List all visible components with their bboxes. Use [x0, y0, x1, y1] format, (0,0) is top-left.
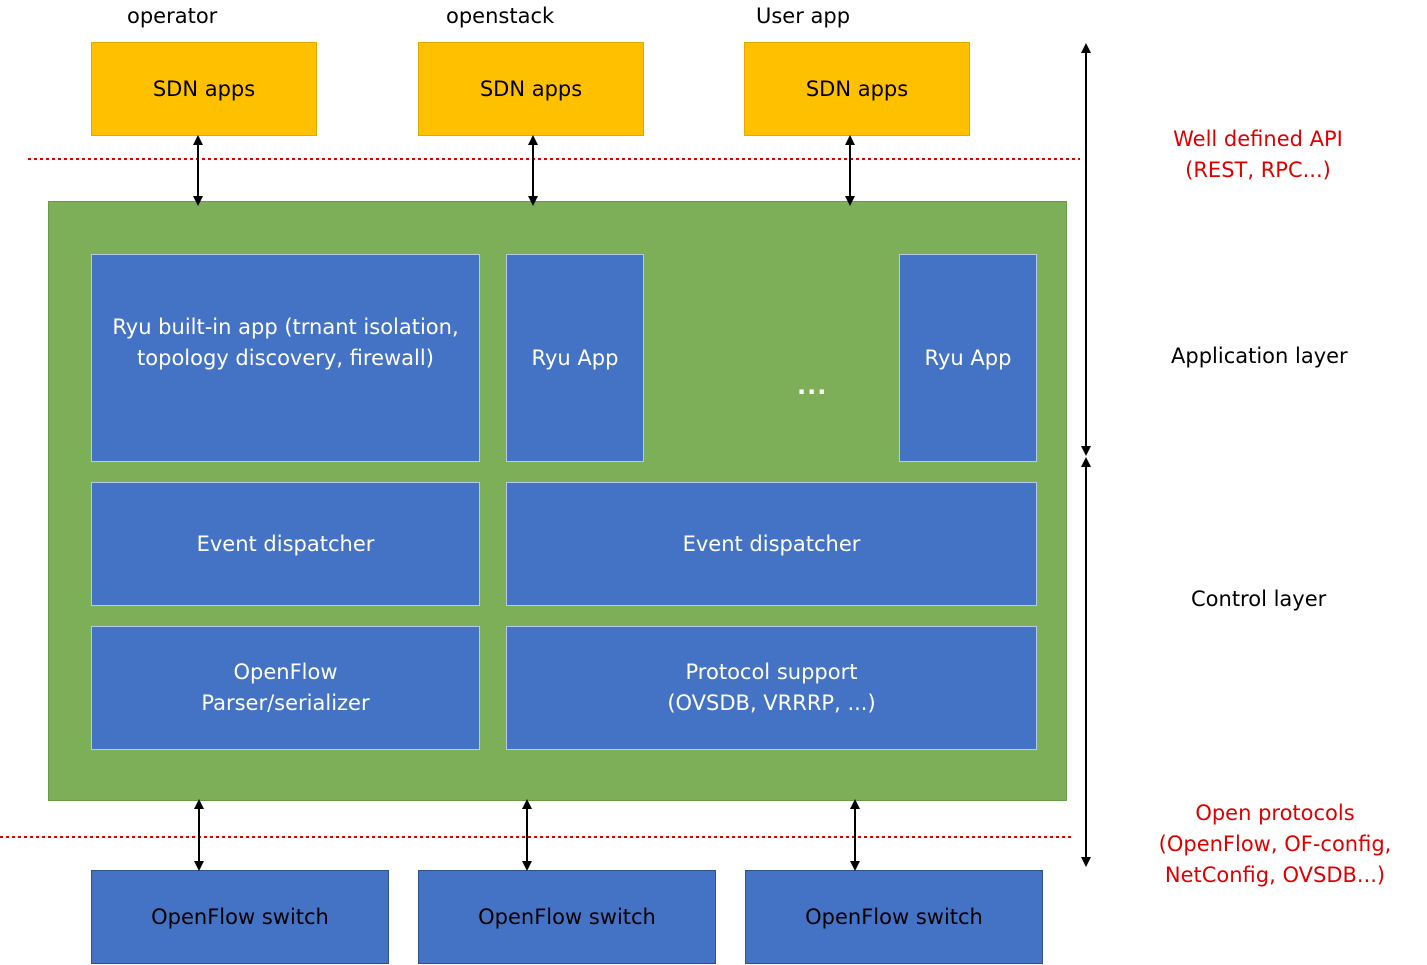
- label-operator: operator: [127, 4, 218, 28]
- event-dispatcher-2: Event dispatcher: [506, 482, 1037, 606]
- protocols-annotation: Open protocols (OpenFlow, OF-config, Net…: [1158, 801, 1392, 887]
- control-layer-label: Control layer: [1191, 587, 1327, 611]
- openflow-switch-3: OpenFlow switch: [745, 870, 1043, 964]
- ryu-app-2: Ryu App: [899, 254, 1037, 462]
- label-user-app: User app: [756, 4, 851, 28]
- sdn-apps-user-app: SDN apps: [744, 42, 970, 136]
- application-layer-label: Application layer: [1171, 344, 1348, 368]
- sdn-apps-operator: SDN apps: [91, 42, 317, 136]
- ryu-app-1: Ryu App: [506, 254, 644, 462]
- event-dispatcher-1: Event dispatcher: [91, 482, 480, 606]
- protocol-support: Protocol support (OVSDB, VRRRP, ...): [506, 626, 1037, 750]
- openflow-switch-1: OpenFlow switch: [91, 870, 389, 964]
- ellipsis: ...: [797, 372, 828, 400]
- api-annotation: Well defined API (REST, RPC...): [1173, 127, 1343, 182]
- sdn-apps-openstack: SDN apps: [418, 42, 644, 136]
- openflow-switch-2: OpenFlow switch: [418, 870, 716, 964]
- openflow-parser-serializer: OpenFlow Parser/serializer: [91, 626, 480, 750]
- label-openstack: openstack: [446, 4, 555, 28]
- ryu-builtin-app: Ryu built-in app (trnant isolation, topo…: [91, 254, 480, 462]
